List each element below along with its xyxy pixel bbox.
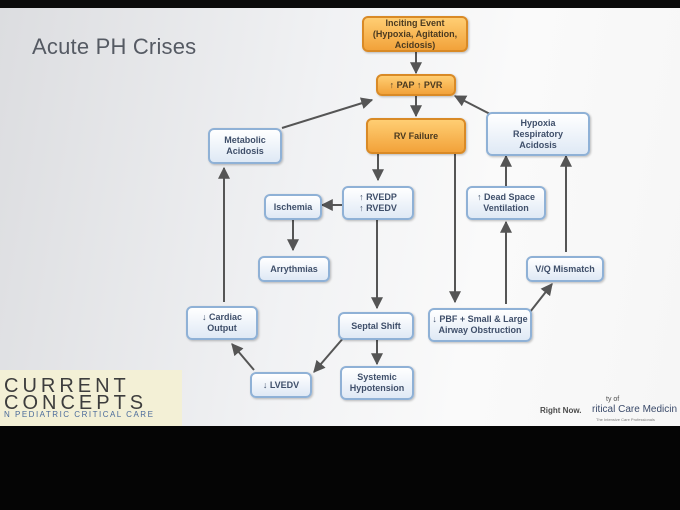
arrow-pbf-to-vq — [529, 283, 553, 313]
sponsor-logo-tagline: The Intensive Care Professionals — [596, 417, 655, 422]
logo-line-subtitle: N PEDIATRIC CRITICAL CARE — [4, 410, 155, 419]
node-arrythmias: Arrythmias — [258, 256, 330, 282]
systemic-hypotension-label: Systemic Hypotension — [349, 372, 405, 393]
node-rvedp-rvedv: ↑ RVEDP ↑ RVEDV — [342, 186, 414, 220]
arrythmias-label: Arrythmias — [270, 263, 318, 274]
node-pap-pvr: ↑ PAP ↑ PVR — [376, 74, 456, 96]
arrow-hypoxia-to-pap — [453, 95, 491, 115]
ischemia-label: Ischemia — [273, 201, 313, 212]
vq-mismatch-label: V/Q Mismatch — [535, 263, 595, 274]
logo-line-concepts: CONCEPTS — [4, 392, 148, 414]
right-now-logo: Right Now. — [540, 406, 582, 415]
dead-space-label: ↑ Dead Space Ventilation — [476, 192, 536, 213]
pbf-label: ↓ PBF + Small & Large Airway Obstruction — [432, 314, 528, 335]
node-rv-failure: RV Failure — [366, 118, 466, 154]
node-vq-mismatch: V/Q Mismatch — [526, 256, 604, 282]
room-background — [0, 426, 680, 510]
metabolic-acidosis-label: Metabolic Acidosis — [224, 135, 266, 156]
node-ischemia: Ischemia — [264, 194, 322, 220]
node-pbf-airway-obstruction: ↓ PBF + Small & Large Airway Obstruction — [428, 308, 532, 342]
node-systemic-hypotension: Systemic Hypotension — [340, 366, 414, 400]
arrow-septal-to-lvedv — [313, 335, 346, 373]
slide-title: Acute PH Crises — [32, 34, 197, 59]
cardiac-output-label: ↓ Cardiac Output — [201, 312, 243, 333]
node-metabolic-acidosis: Metabolic Acidosis — [208, 128, 282, 164]
pap-pvr-label: ↑ PAP ↑ PVR — [389, 79, 443, 90]
node-dead-space-ventilation: ↑ Dead Space Ventilation — [466, 186, 546, 220]
sponsor-logo-main: ritical Care Medicin — [592, 404, 678, 415]
septal-shift-label: Septal Shift — [351, 320, 401, 331]
slide: Acute PH Crises — [0, 8, 680, 426]
node-septal-shift: Septal Shift — [338, 312, 414, 340]
rv-failure-label: RV Failure — [393, 130, 439, 141]
node-cardiac-output: ↓ Cardiac Output — [186, 306, 258, 340]
sponsor-logo-top: ty of — [606, 396, 620, 403]
current-concepts-logo — [0, 370, 182, 426]
node-hypoxia-respiratory-acidosis: Hypoxia Respiratory Acidosis — [486, 112, 590, 156]
node-lvedv: ↓ LVEDV — [250, 372, 312, 398]
arrow-lvedv-to-cardiac — [231, 343, 255, 371]
node-inciting-event: Inciting Event (Hypoxia, Agitation, Acid… — [362, 16, 468, 52]
hypoxia-label: Hypoxia Respiratory Acidosis — [512, 117, 564, 150]
inciting-event-causes: (Hypoxia, Agitation, Acidosis) — [372, 28, 458, 50]
lvedv-label: ↓ LVEDV — [262, 379, 300, 390]
flow-arrows — [218, 52, 572, 373]
inciting-event-label: Inciting Event — [385, 17, 445, 28]
rvedp-label: ↑ RVEDP ↑ RVEDV — [359, 192, 397, 213]
logo-line-current: CURRENT — [4, 375, 130, 397]
arrow-metabolic-to-pap — [281, 97, 374, 129]
